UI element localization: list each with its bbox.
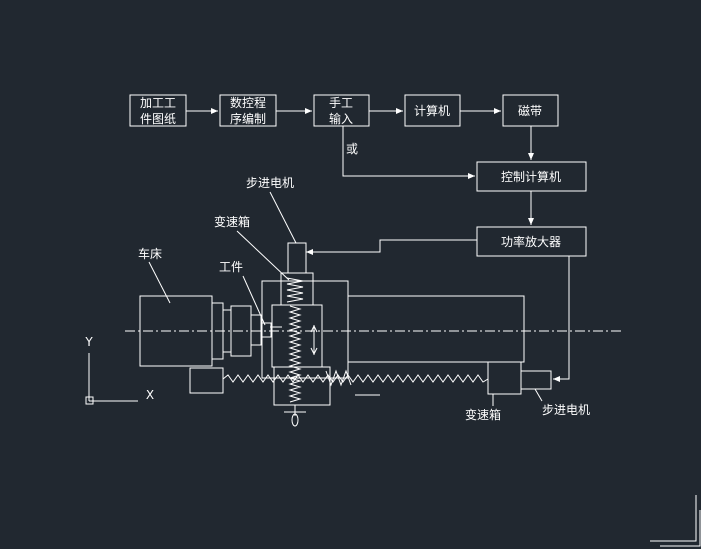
sheet-corner-inner xyxy=(660,510,701,547)
programming-label-line2: 序编制 xyxy=(230,111,266,126)
power-amplifier-box[interactable] xyxy=(476,226,587,257)
label-stepper-motor-bottom: 步进电机 xyxy=(542,403,590,417)
headstock-base xyxy=(189,367,224,394)
top-stepper-motor xyxy=(287,242,307,274)
label-gearbox-bottom: 变速箱 xyxy=(465,407,501,422)
leader-bottom-motor xyxy=(534,388,543,402)
or-label: 或 xyxy=(346,142,358,156)
handwheel-icon xyxy=(291,413,299,427)
leadscrew xyxy=(222,374,489,383)
leadscrew-nut xyxy=(325,369,352,387)
leader-top-gearbox xyxy=(236,230,290,281)
label-workpiece: 工件 xyxy=(219,260,243,274)
manual-input-label-line1: 手工 xyxy=(329,96,353,110)
label-stepper-motor-top: 步进电机 xyxy=(246,176,294,190)
manual-input-label-line2: 输入 xyxy=(329,111,353,126)
cross-motion-arrow-up xyxy=(310,324,318,333)
leader-workpiece xyxy=(242,275,266,326)
computer-label: 计算机 xyxy=(414,103,450,118)
top-gearbox-spring xyxy=(286,277,304,303)
bottom-stepper-motor xyxy=(520,370,552,390)
drawings-label-line1: 加工工 xyxy=(140,96,176,110)
label-gearbox-top: 变速箱 xyxy=(214,214,250,229)
carriage-apron xyxy=(273,366,331,406)
power-amplifier-label: 功率放大器 xyxy=(501,234,561,249)
leader-lathe xyxy=(148,261,171,304)
lathe-bed xyxy=(347,295,525,363)
bottom-gearbox xyxy=(487,361,522,395)
cross-feed-screw xyxy=(288,305,302,403)
ucs-y-label: Y xyxy=(84,335,93,349)
programming-label-line1: 数控程 xyxy=(230,95,266,110)
arrow-input-to-control xyxy=(342,126,475,179)
drawings-label-line2: 件图纸 xyxy=(140,112,176,126)
workpiece-shank xyxy=(250,314,262,346)
ucs-x-label: X xyxy=(146,388,154,402)
tape-label: 磁带 xyxy=(518,103,542,118)
cross-motion-arrow-down xyxy=(310,347,318,356)
sheet-corner-outer xyxy=(650,495,697,542)
arrow-amplifier-to-top-motor xyxy=(306,239,477,255)
arrow-amplifier-to-bottom-motor xyxy=(553,256,570,382)
control-computer-label: 控制计算机 xyxy=(501,169,561,184)
carriage xyxy=(261,280,349,379)
ucs-origin-icon xyxy=(85,396,94,405)
leader-top-motor xyxy=(269,191,297,244)
label-lathe: 车床 xyxy=(138,246,162,261)
workpiece-tip xyxy=(260,322,272,338)
